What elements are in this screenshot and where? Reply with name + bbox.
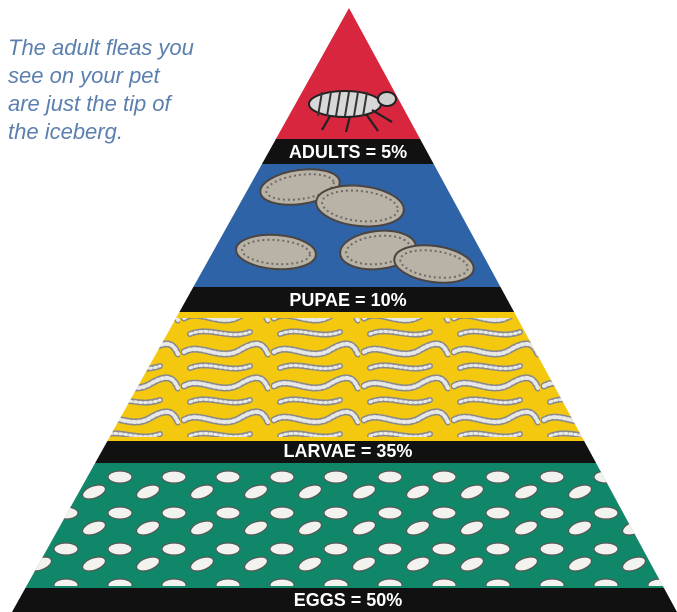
larvae-label: LARVAE = 35% [284,441,413,461]
caption: The adult fleas you see on your pet are … [8,34,258,146]
pupae-label: PUPAE = 10% [289,290,406,310]
adults-label: ADULTS = 5% [289,142,407,162]
larvae-label-band [12,441,677,463]
eggs-label-band [12,588,677,612]
caption-line-3: are just the tip of [8,91,171,116]
cocoon-icon [235,168,475,284]
flea-icon [308,90,397,133]
caption-line-1: The adult fleas you [8,35,194,60]
eggs-label: EGGS = 50% [294,590,403,610]
adults-layer [12,8,677,139]
caption-line-4: the iceberg. [8,119,123,144]
egg-icon [12,469,677,586]
larva-icon [12,318,677,437]
caption-line-2: see on your pet [8,63,160,88]
